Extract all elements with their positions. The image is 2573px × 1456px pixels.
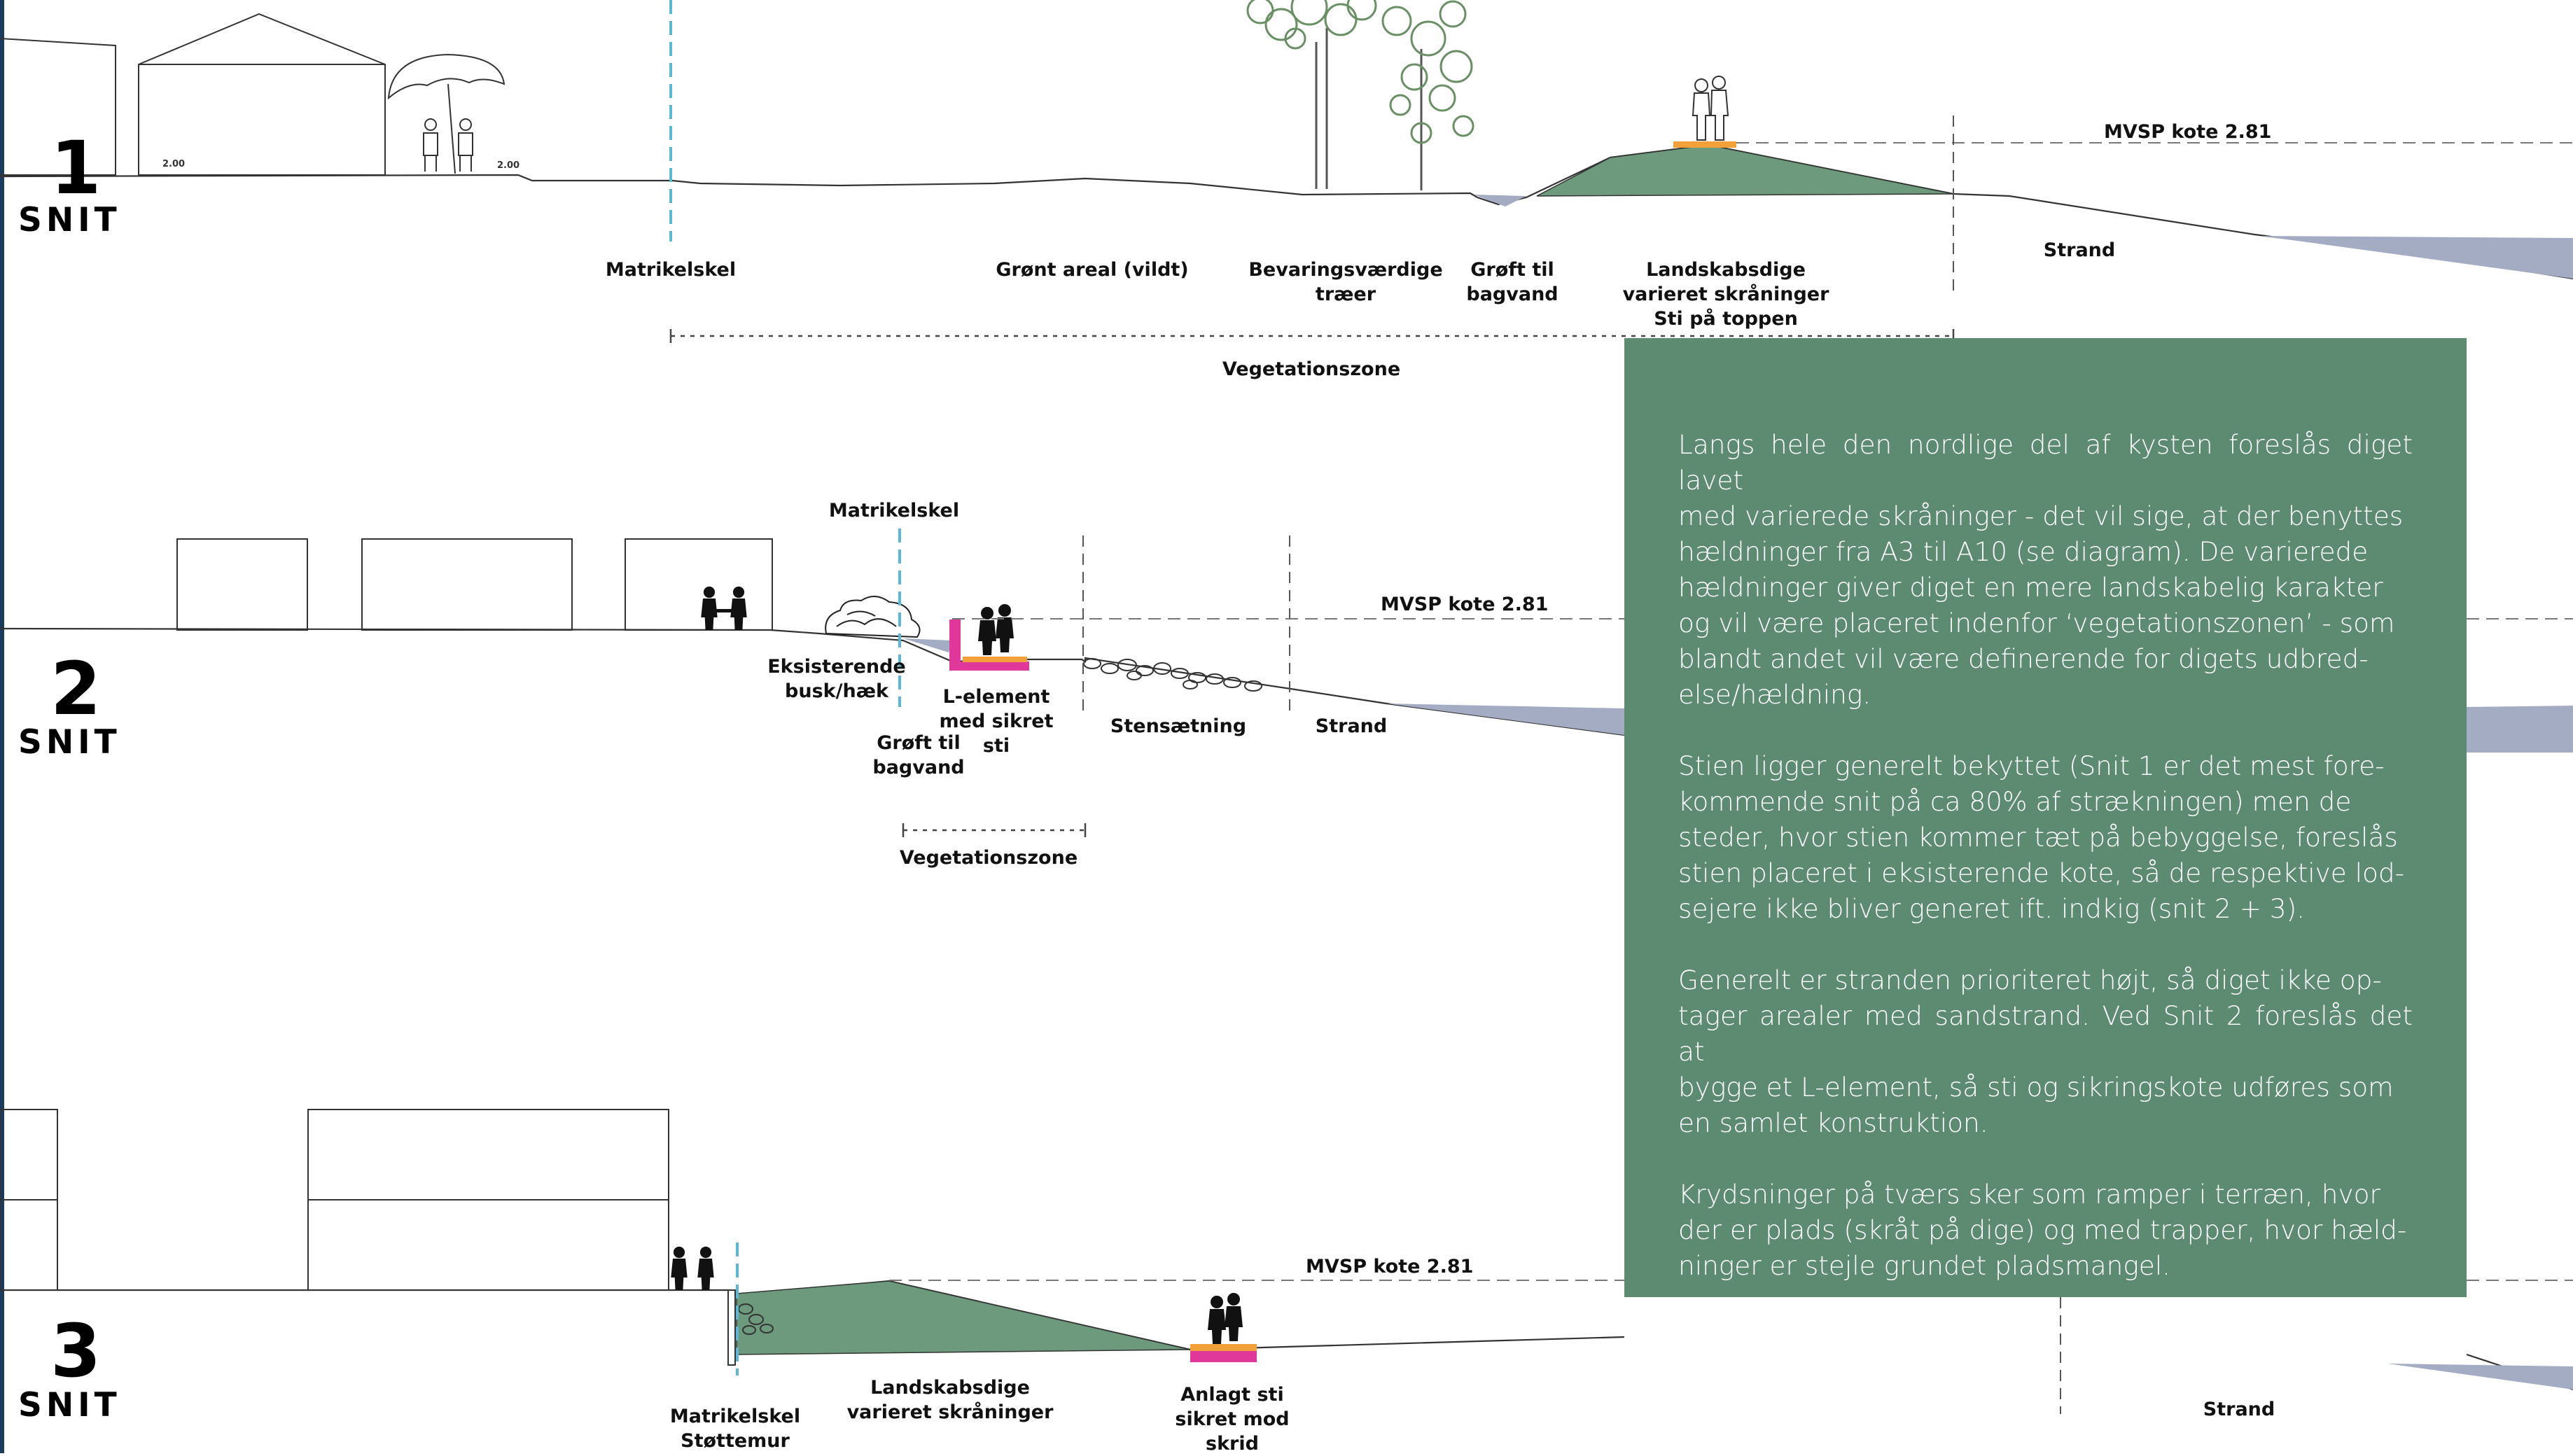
snit3-path [1190, 1344, 1257, 1351]
snit2-l-element [949, 620, 1029, 671]
snit1-building-left [0, 38, 116, 176]
snit1-matrikelskel-label: Matrikelskel [605, 259, 737, 281]
snit3-number: 3 [50, 1308, 102, 1394]
snit1-vegetation-label: Vegetationszone [1222, 358, 1401, 380]
snit3-path-pink [1190, 1351, 1257, 1362]
snit2-eksisterende-label: Eksisterende busk/hæk [767, 656, 906, 702]
bush-icon [825, 596, 921, 638]
snit1-groeft-label: Grøft til bagvand [1466, 259, 1559, 305]
snit1-level-b: 2.00 [497, 160, 520, 171]
description-paragraph-1: Langs hele den nordlige del af kysten fo… [1678, 429, 2413, 710]
snit1-building-house [138, 13, 386, 176]
snit3-retaining-wall [727, 1289, 736, 1366]
snit1-path [1673, 141, 1736, 148]
snit2-word: SNIT [18, 723, 121, 762]
snit3-green-dike [736, 1280, 1191, 1355]
snit1-number: 1 [50, 125, 102, 211]
snit1-green-dike [1536, 144, 1954, 197]
snit2-lelement-label: L-element med sikret sti [939, 686, 1054, 757]
snit1-level-a: 2.00 [162, 159, 185, 169]
snit3-anlagt-label: Anlagt sti sikret mod skrid [1175, 1384, 1290, 1455]
snit2-building-b [361, 538, 573, 631]
snit2-path [963, 657, 1027, 662]
snit2-number: 2 [50, 646, 102, 732]
snit2-matrikelskel-label: Matrikelskel [828, 500, 960, 522]
snit1-group: 2.00 2.00 [0, 0, 2573, 343]
snit2-water-right [2467, 706, 2573, 752]
snit3-word: SNIT [18, 1386, 121, 1424]
snit3-people-icon [1208, 1293, 1243, 1344]
snit1-word: SNIT [18, 201, 121, 239]
snit2-people-icon [978, 604, 1014, 655]
snit1-strand-label: Strand [2043, 239, 2116, 261]
description-paragraph-3: Generelt er stranden prioriteret højt, s… [1678, 965, 2413, 1138]
left-edge-strip [0, 0, 4, 1453]
people-silhouette-icon [701, 586, 747, 630]
snit3-water [2387, 1364, 2573, 1390]
snit1-water [2261, 236, 2573, 279]
tree-icon [1246, 0, 1474, 190]
description-text-box: Langs hele den nordlige del af kysten fo… [1624, 338, 2467, 1297]
snit3-mvsp-label: MVSP kote 2.81 [1306, 1256, 1474, 1278]
snit2-strand-label: Strand [1315, 715, 1388, 737]
snit1-ground-line [0, 144, 2573, 280]
snit1-mvsp-label: MVSP kote 2.81 [2104, 121, 2272, 143]
snit3-group [0, 1109, 2573, 1414]
snit2-group [0, 528, 2573, 837]
snit2-mvsp-label: MVSP kote 2.81 [1381, 594, 1549, 615]
snit2-stens-label: Stensætning [1110, 715, 1247, 737]
people-silhouette-icon [423, 118, 473, 172]
snit3-matrikelskel-label: Matrikelskel Støttemur [669, 1406, 801, 1452]
snit2-building-c [625, 538, 773, 631]
snit2-ground-line [0, 627, 1625, 736]
snit1-ditch [1474, 195, 1526, 206]
snit1-groent-label: Grønt areal (vildt) [996, 259, 1189, 281]
snit2-water [1386, 704, 1624, 735]
umbrella-icon [387, 53, 505, 174]
snit2-ditch [903, 638, 952, 652]
description-paragraph-4: Krydsninger på tværs sker som ramper i t… [1678, 1179, 2407, 1281]
snit3-landskab-label: Landskabsdige varieret skråninger [846, 1377, 1054, 1423]
snit2-vegetation-label: Vegetationszone [899, 847, 1078, 869]
snit2-building-a [176, 538, 308, 631]
people-silhouette-icon [671, 1246, 714, 1290]
description-paragraph-2: Stien ligger generelt bekyttet (Snit 1 e… [1678, 750, 2405, 924]
snit3-strand-label: Strand [2203, 1399, 2275, 1420]
snit2-groeft-label: Grøft til bagvand [872, 732, 965, 778]
stones-icon [1083, 658, 1262, 692]
snit1-landskab-label: Landskabsdige varieret skråninger Sti på… [1622, 259, 1829, 330]
snit1-bevaring-label: Bevaringsværdige træer [1248, 259, 1443, 305]
snit1-people-icon [1692, 76, 1729, 141]
